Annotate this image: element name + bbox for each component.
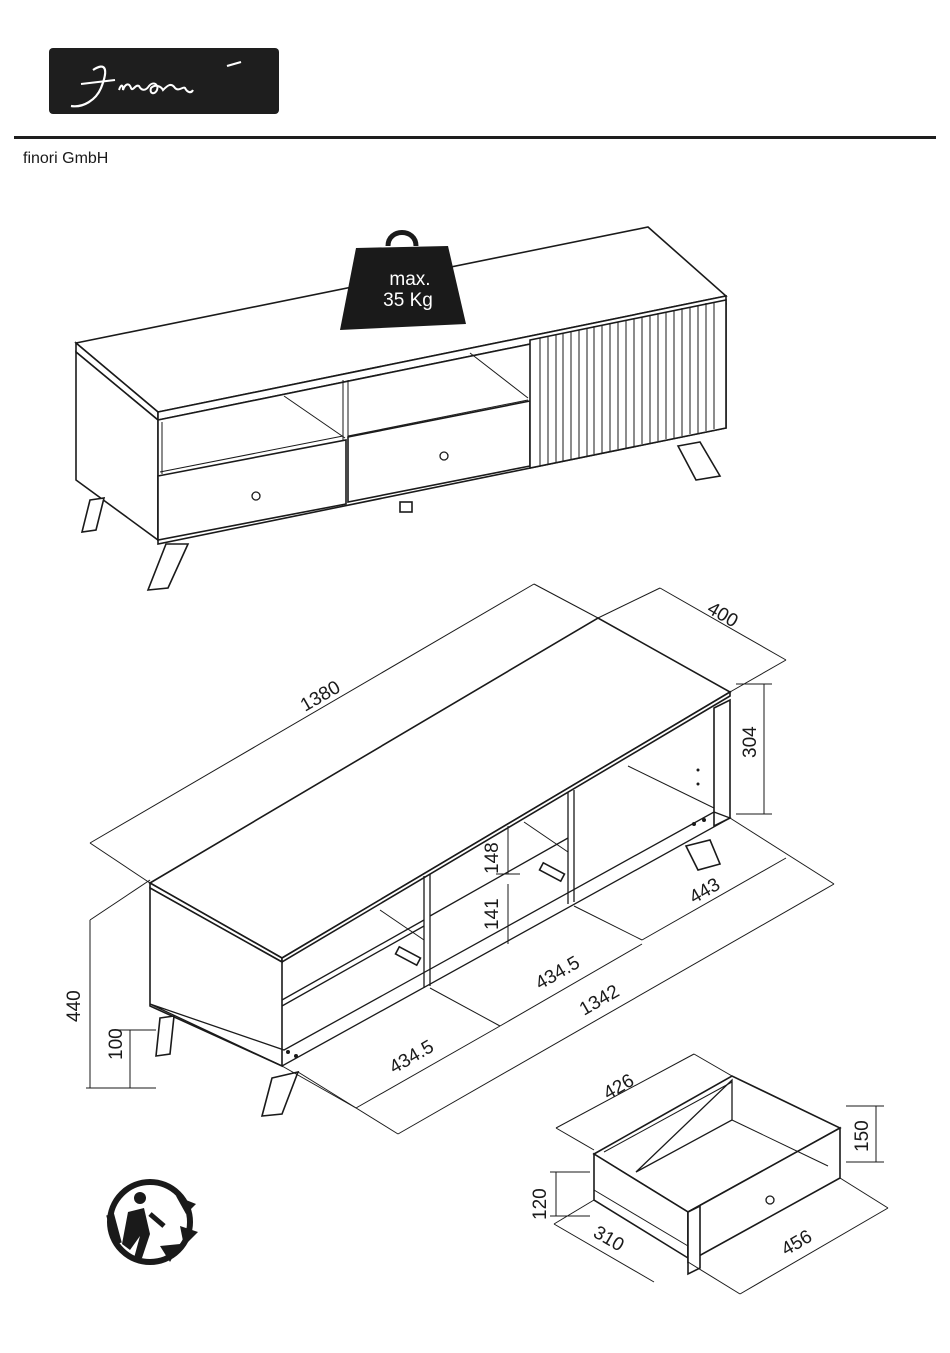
drawer-dimensioned-view: 426 150 120 310 456	[530, 1054, 888, 1294]
dim-side-height: 304	[740, 726, 761, 758]
weight-icon: max. 35 Kg	[340, 233, 466, 331]
recycling-triman-icon	[106, 1182, 198, 1262]
dim-inner-width: 1342	[576, 981, 623, 1020]
dim-drawer-depth: 310	[590, 1222, 628, 1256]
dim-drawer-front-height: 150	[852, 1120, 873, 1152]
load-label-line2: 35 Kg	[383, 290, 433, 311]
dim-depth: 400	[704, 598, 742, 632]
dim-drawer-front-width: 456	[778, 1226, 816, 1260]
dim-height-total: 440	[64, 990, 85, 1022]
dim-shelf-lower: 141	[482, 898, 503, 930]
cabinet-dimensioned-view: 1380 400 304 440 100 148 141 443 434.5 1…	[64, 584, 834, 1134]
load-label-line1: max.	[389, 269, 430, 290]
dim-compartment-width-2: 434.5	[532, 952, 584, 994]
dim-leg-height: 100	[106, 1028, 127, 1060]
dim-drawer-box-height: 120	[530, 1188, 551, 1220]
dim-length: 1380	[297, 677, 344, 716]
dim-shelf-upper: 148	[482, 842, 503, 874]
dim-compartment-depth: 443	[686, 874, 724, 908]
dim-compartment-width-1: 434.5	[386, 1036, 438, 1078]
dim-drawer-width: 426	[600, 1070, 638, 1104]
